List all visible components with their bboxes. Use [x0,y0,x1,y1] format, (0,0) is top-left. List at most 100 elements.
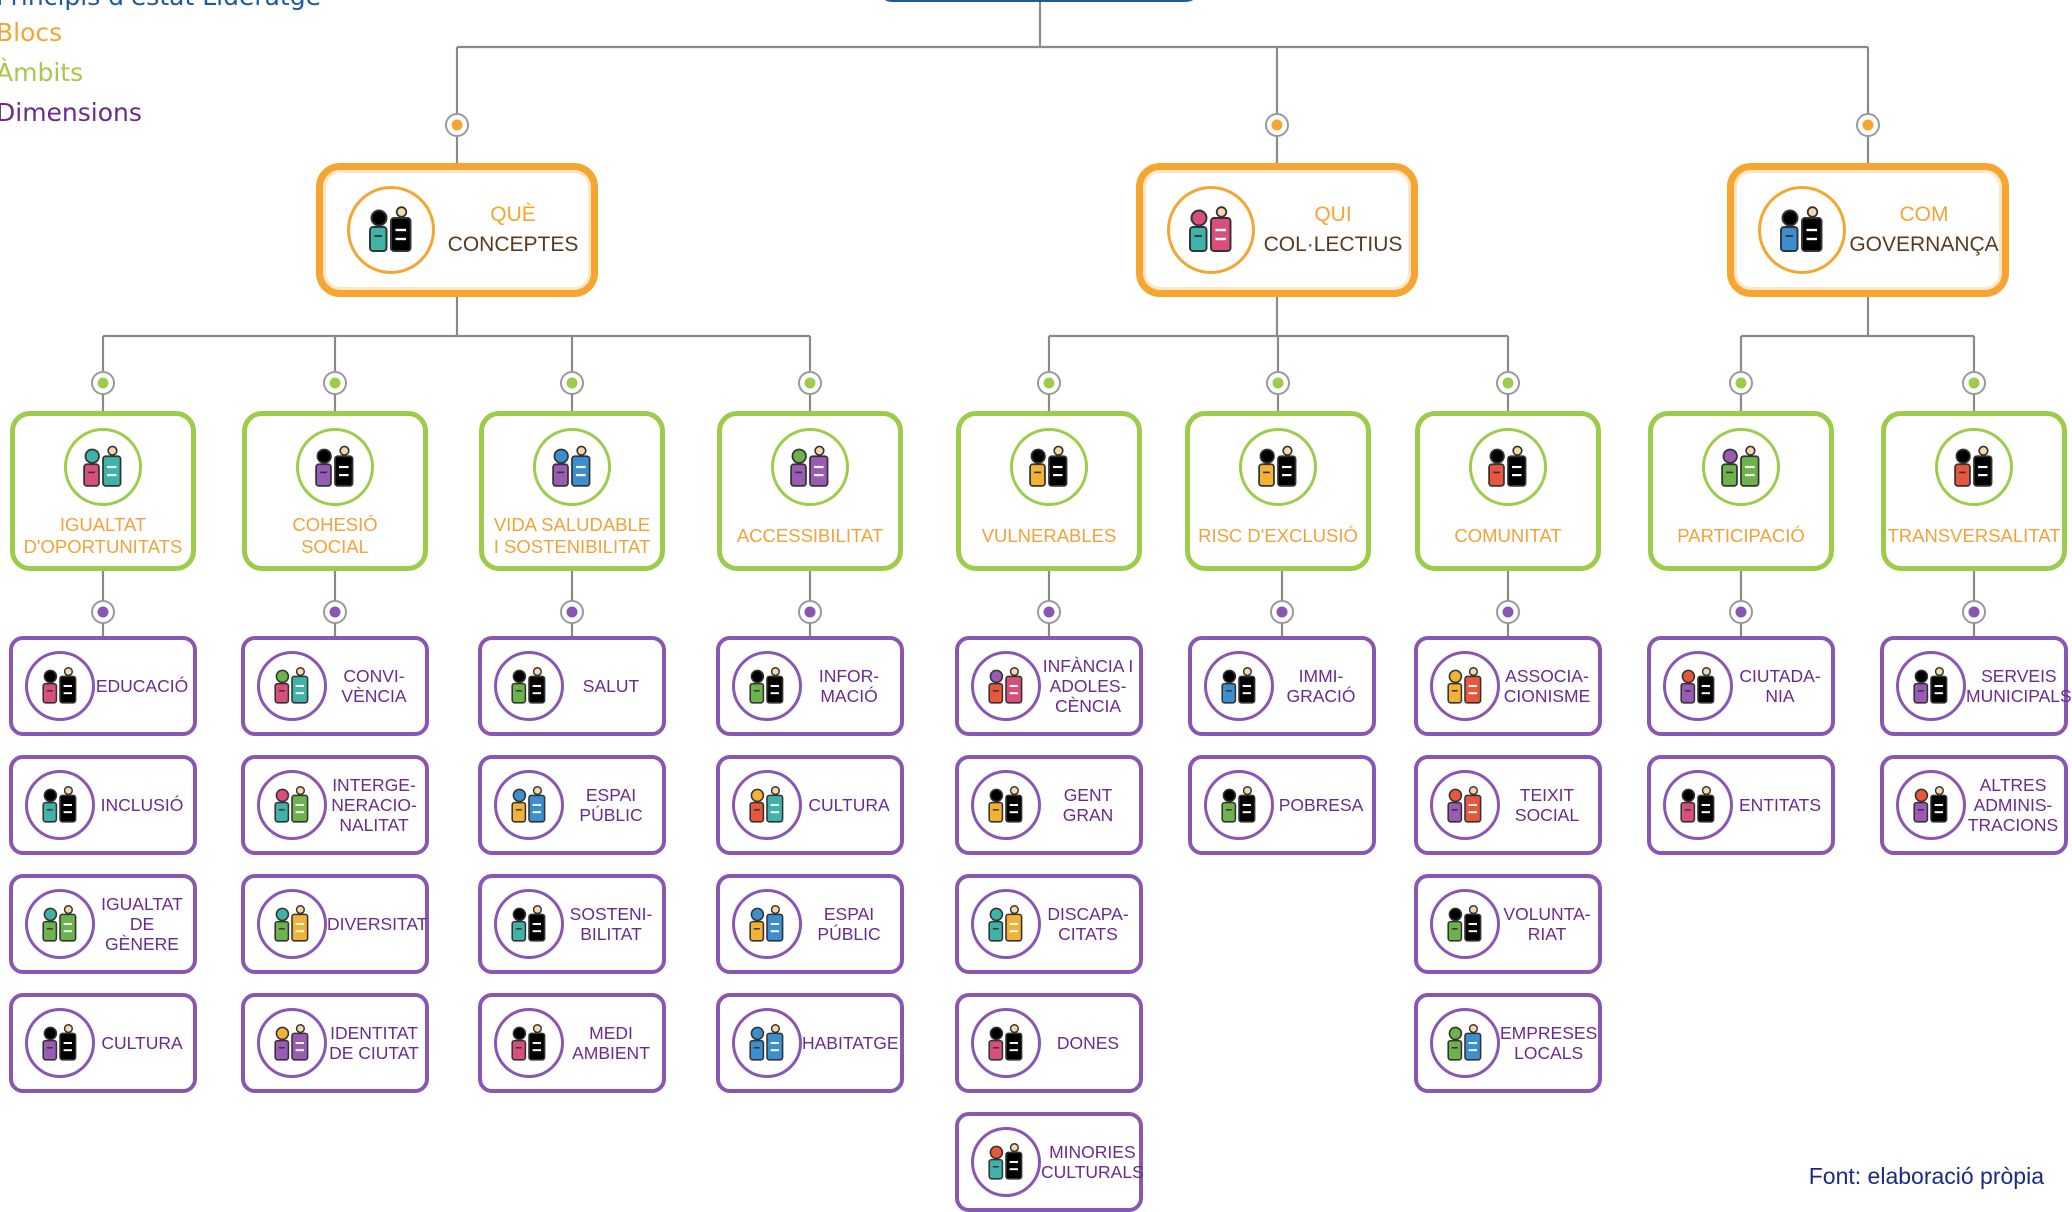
connector-node-dot [323,600,347,624]
dimension-icon-badge [732,889,802,959]
dimension-icon-badge [1204,770,1274,840]
globe-graduation-icon [42,667,77,704]
dimension-label: INTERGE- NERACIO- NALITAT [331,775,417,835]
dimension-icon-badge [732,770,802,840]
ambit-icon-badge [1239,428,1317,506]
buildings-icon [749,1024,784,1061]
dimension-label: ALTRES ADMINIS- TRACIONS [1967,775,2059,835]
bloc-icon-badge [1167,186,1255,274]
city-people-icon [1680,667,1715,704]
dimension-node: INTERGE- NERACIO- NALITAT [241,755,429,855]
ambit-label: COMUNITAT [1454,525,1562,546]
dimension-label: CONVI- VÈNCIA [341,666,407,706]
dimension-icon-badge [1430,1008,1500,1078]
connector-node-dot [1729,371,1753,395]
handshake-icon [1447,905,1482,942]
dimension-node: EMPRESES LOCALS [1414,993,1602,1093]
dimension-label: GENT GRAN [1062,785,1114,825]
info-hand-icon [749,667,784,704]
ambit-node: COHESIÓ SOCIAL [242,411,428,571]
dimension-node: IMMI- GRACIÓ [1188,636,1376,736]
ambit-icon-badge [64,428,142,506]
dimension-label: CULTURA [101,1033,183,1053]
connector-node-dot [1856,113,1880,137]
dimension-label: TEIXIT SOCIAL [1514,785,1580,825]
connector-node-dot [1037,371,1061,395]
park-bench-icon [749,905,784,942]
dimension-node: EDUCACIÓ [9,636,197,736]
city-building-icon [274,1024,309,1061]
dimension-label: CIUTADA- NIA [1739,666,1821,706]
raised-hands-icon [1721,445,1760,487]
wheelchair-icon [988,905,1023,942]
bloc-node-governana: COM GOVERNANÇA [1727,163,2009,297]
ideas-people-icon [1954,445,1993,487]
connector-node-dot [445,113,469,137]
connector-node-dot [798,600,822,624]
ambit-node: IGUALTAT D'OPORTUNITATS [10,411,196,571]
connector-node-dot [1496,600,1520,624]
dimension-icon-badge [494,1008,564,1078]
dimension-node: CONVI- VÈNCIA [241,636,429,736]
dimension-node: IGUALTAT DE GÈNERE [9,874,197,974]
dimension-icon-badge [494,651,564,721]
ambit-icon-badge [1702,428,1780,506]
heart-hand-icon [511,667,546,704]
gender-equality-icon [42,905,77,942]
dimension-label: SALUT [582,676,640,696]
legend-item-ambits: Àmbits [0,58,84,87]
dimension-icon-badge [1204,651,1274,721]
ambit-icon-badge [533,428,611,506]
connector-node-dot [1270,600,1294,624]
family-icon [1029,445,1068,487]
dimension-label: IDENTITAT DE CIUTAT [329,1023,419,1063]
connector-node-dot [1265,113,1289,137]
dimension-node: DIVERSITAT [241,874,429,974]
dimension-label: SOSTENI- BILITAT [569,904,653,944]
ambit-icon-badge [1469,428,1547,506]
dimension-node: CIUTADA- NIA [1647,636,1835,736]
dimension-node: INFOR- MACIÓ [716,636,904,736]
dimension-icon-badge [1663,770,1733,840]
globe-plant-icon [552,445,591,487]
dimension-node: TEIXIT SOCIAL [1414,755,1602,855]
no-money-icon [1221,786,1256,823]
dimension-label: INFÀNCIA I ADOLES- CÈNCIA [1042,656,1134,716]
signpost-icon [1780,206,1823,252]
dimension-node: ASSOCIA- CIONISME [1414,636,1602,736]
connector-node-dot [91,600,115,624]
bloc-name: CONCEPTES [447,233,579,256]
dimension-label: INFOR- MACIÓ [818,666,880,706]
community-people-icon [315,445,354,487]
dimension-label: DONES [1056,1033,1120,1053]
dimension-icon-badge [971,889,1041,959]
connector-node-dot [1266,371,1290,395]
dimension-icon-badge [257,651,327,721]
dimension-label: INCLUSIÓ [100,795,184,815]
dimension-label: ENTITATS [1739,795,1821,815]
dimension-label: DISCAPA- CITATS [1047,904,1129,944]
generations-icon [274,786,309,823]
dimension-label: EDUCACIÓ [95,676,189,696]
dimension-node: POBRESA [1188,755,1376,855]
town-hall-icon [1913,667,1948,704]
dimension-label: CULTURA [808,795,890,815]
ambit-node: VIDA SALUDABLE I SOSTENIBILITAT [479,411,665,571]
dimension-icon-badge [1896,770,1966,840]
balance-people-icon [83,445,122,487]
dimension-label: EMPRESES LOCALS [1500,1023,1598,1063]
ambit-icon-badge [771,428,849,506]
connector-node-dot [1496,371,1520,395]
dimension-label: POBRESA [1278,795,1364,815]
dimension-icon-badge [494,889,564,959]
connector-node-dot [1037,600,1061,624]
theater-book-icon [749,786,784,823]
child-icon [988,667,1023,704]
ambit-icon-badge [1010,428,1088,506]
legend-item-principis: Principis d'estat Lideratge [0,0,321,11]
ambit-label: TRANSVERSALITAT [1887,525,2061,546]
ambit-icon-badge [1935,428,2013,506]
connector-node-dot [1962,600,1986,624]
dimension-label: IMMI- GRACIÓ [1286,666,1356,706]
